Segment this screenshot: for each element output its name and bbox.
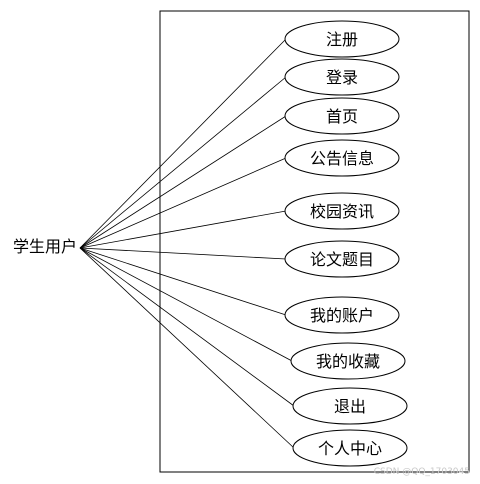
use-case-label-thesis-topics: 论文题目 (310, 250, 374, 269)
use-case-my-account: 我的账户 (284, 296, 400, 334)
use-case-ellipse-login (284, 58, 400, 96)
use-case-campus-news: 校园资讯 (284, 192, 400, 230)
use-case-ellipse-announcements (284, 139, 400, 177)
use-case-home: 首页 (284, 97, 400, 135)
use-case-label-register: 注册 (326, 30, 358, 49)
association-line-campus-news (79, 210, 287, 249)
use-case-register: 注册 (284, 20, 400, 58)
use-case-login: 登录 (284, 58, 400, 96)
use-case-label-personal-center: 个人中心 (318, 439, 382, 458)
use-case-ellipse-thesis-topics (284, 240, 400, 278)
use-case-ellipse-home (284, 97, 400, 135)
use-case-label-announcements: 公告信息 (310, 149, 374, 168)
use-case-my-favorites: 我的收藏 (290, 342, 406, 380)
use-case-ellipse-my-account (284, 296, 400, 334)
use-case-label-campus-news: 校园资讯 (310, 202, 374, 221)
association-line-my-favorites (79, 247, 293, 362)
association-line-announcements (79, 157, 287, 249)
association-line-personal-center (79, 247, 295, 449)
use-case-thesis-topics: 论文题目 (284, 240, 400, 278)
association-line-my-account (79, 247, 287, 316)
use-case-personal-center: 个人中心 (292, 429, 408, 467)
use-case-label-login: 登录 (326, 68, 358, 87)
use-case-ellipse-campus-news (284, 192, 400, 230)
use-case-ellipse-my-favorites (290, 342, 406, 380)
use-case-ellipse-personal-center (292, 429, 408, 467)
association-line-logout (79, 247, 295, 407)
association-line-register (79, 38, 287, 249)
system-boundary (159, 10, 470, 473)
use-case-ellipse-logout (292, 387, 408, 425)
watermark-text: CSDN @QQ_1703045 (374, 467, 470, 477)
association-line-thesis-topics (79, 247, 287, 260)
association-line-login (79, 76, 287, 249)
association-links (79, 38, 295, 449)
association-line-home (79, 115, 287, 249)
use-case-label-my-account: 我的账户 (310, 306, 374, 325)
use-case-logout: 退出 (292, 387, 408, 425)
use-case-label-my-favorites: 我的收藏 (316, 352, 380, 371)
use-case-label-logout: 退出 (334, 397, 366, 416)
actor-label: 学生用户 (13, 237, 77, 256)
use-case-announcements: 公告信息 (284, 139, 400, 177)
use-case-label-home: 首页 (326, 107, 358, 126)
use-case-ellipse-register (284, 20, 400, 58)
